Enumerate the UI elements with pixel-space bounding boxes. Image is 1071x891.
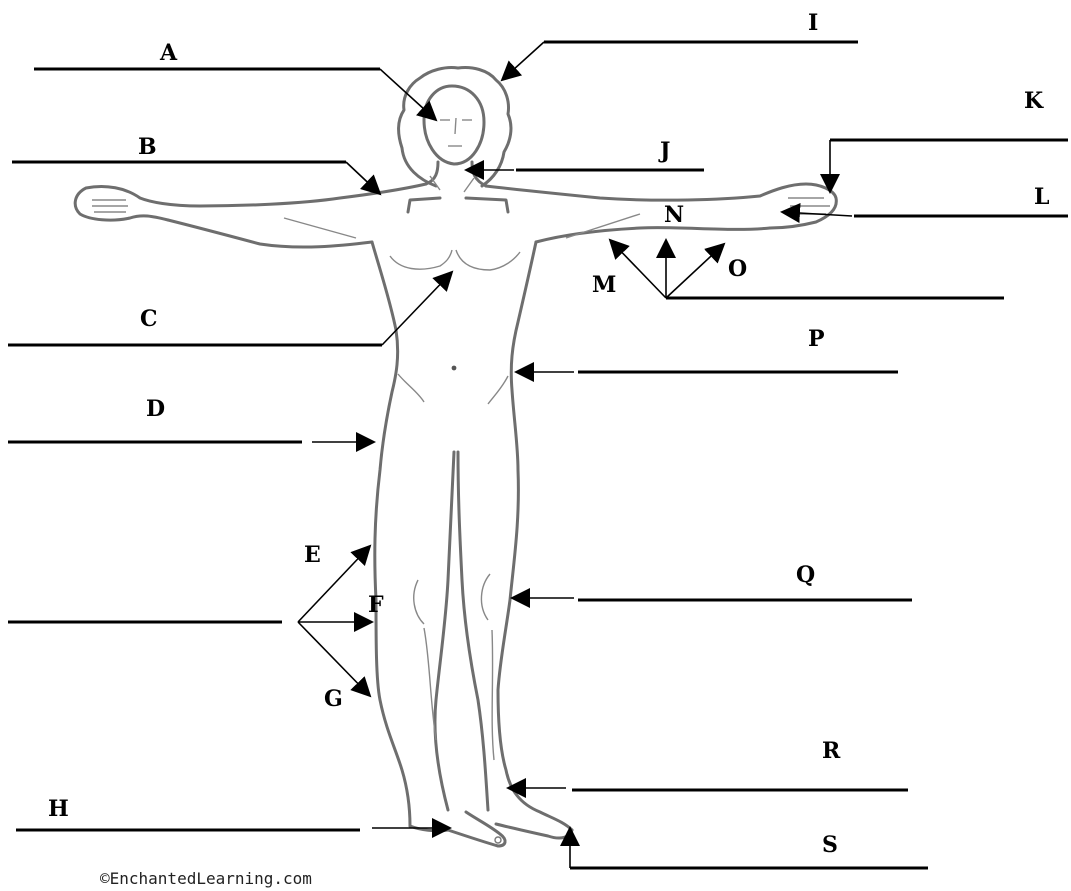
label-group-j: J (464, 138, 704, 180)
label-group-r: R (506, 738, 908, 798)
shin-left (423, 627, 437, 741)
label-f: F (368, 592, 384, 618)
toe (494, 836, 502, 844)
human-figure (73, 66, 838, 848)
chest-line (389, 249, 521, 271)
label-a: A (159, 40, 178, 66)
label-e: E (304, 542, 321, 568)
label-l: L (1034, 184, 1049, 210)
left-hand-fingers (92, 199, 128, 213)
pointer-o (665, 242, 726, 299)
right-arm-top (484, 182, 838, 230)
knee-right (480, 573, 491, 621)
copyright-credit: ©EnchantedLearning.com (100, 869, 312, 888)
torso-left (370, 240, 412, 828)
pointer-l (780, 203, 853, 224)
collarbone-right (464, 196, 510, 214)
neck-right (470, 160, 488, 188)
label-group-k: K (820, 88, 1068, 194)
label-group-c: C (8, 270, 454, 347)
label-c: C (140, 306, 158, 332)
right-foot (494, 822, 574, 840)
right-hand-fingers (788, 197, 830, 215)
label-group-d: D (8, 396, 376, 452)
label-d: D (146, 396, 165, 422)
label-o: O (728, 256, 747, 282)
label-group-h: H (16, 796, 452, 838)
shin-right (491, 629, 495, 761)
left-arm-top (73, 182, 428, 222)
label-group-i: I (500, 10, 858, 82)
left-arm-bottom (166, 218, 374, 249)
hair-outline (397, 66, 513, 188)
right-armpit (565, 213, 641, 239)
label-j: J (658, 138, 670, 164)
pointer-i (500, 41, 545, 82)
label-s: S (822, 832, 838, 858)
label-q: Q (796, 562, 815, 588)
hip-left (397, 373, 425, 403)
torso-right (496, 240, 574, 832)
label-group-s: S (560, 826, 928, 870)
label-g: G (324, 686, 343, 712)
left-foot (408, 810, 507, 848)
label-n: N (664, 202, 684, 228)
neck-left (424, 160, 440, 186)
pointer-c (381, 270, 454, 346)
right-arm-bottom (534, 226, 772, 244)
pointer-m (608, 238, 667, 299)
label-group-l: L (780, 184, 1068, 224)
face-outline (422, 84, 486, 166)
label-i: I (808, 10, 818, 36)
label-p: P (808, 326, 825, 352)
navel (451, 365, 457, 371)
inner-leg-right (456, 450, 490, 812)
label-r: R (822, 738, 841, 764)
label-group-b: B (12, 134, 382, 196)
label-group-q: Q (510, 562, 912, 608)
label-h: H (48, 796, 69, 822)
label-group-efg: E F G (8, 542, 384, 712)
knee-left (413, 579, 425, 625)
pointer-e (297, 544, 372, 623)
left-armpit (283, 217, 357, 239)
neck-lines (429, 175, 475, 193)
inner-leg-left (433, 450, 456, 812)
label-group-p: P (514, 326, 898, 382)
collarbone-left (406, 196, 442, 214)
label-group-a: A (34, 40, 438, 122)
label-m: M (592, 272, 616, 298)
label-group-mno: M N O (592, 202, 1004, 300)
label-k: K (1024, 88, 1044, 114)
pointer-g (297, 621, 372, 698)
nose (454, 117, 457, 135)
hip-right (487, 375, 509, 405)
pointer-a (379, 68, 438, 122)
pointer-b (345, 161, 382, 196)
label-b: B (138, 134, 157, 160)
